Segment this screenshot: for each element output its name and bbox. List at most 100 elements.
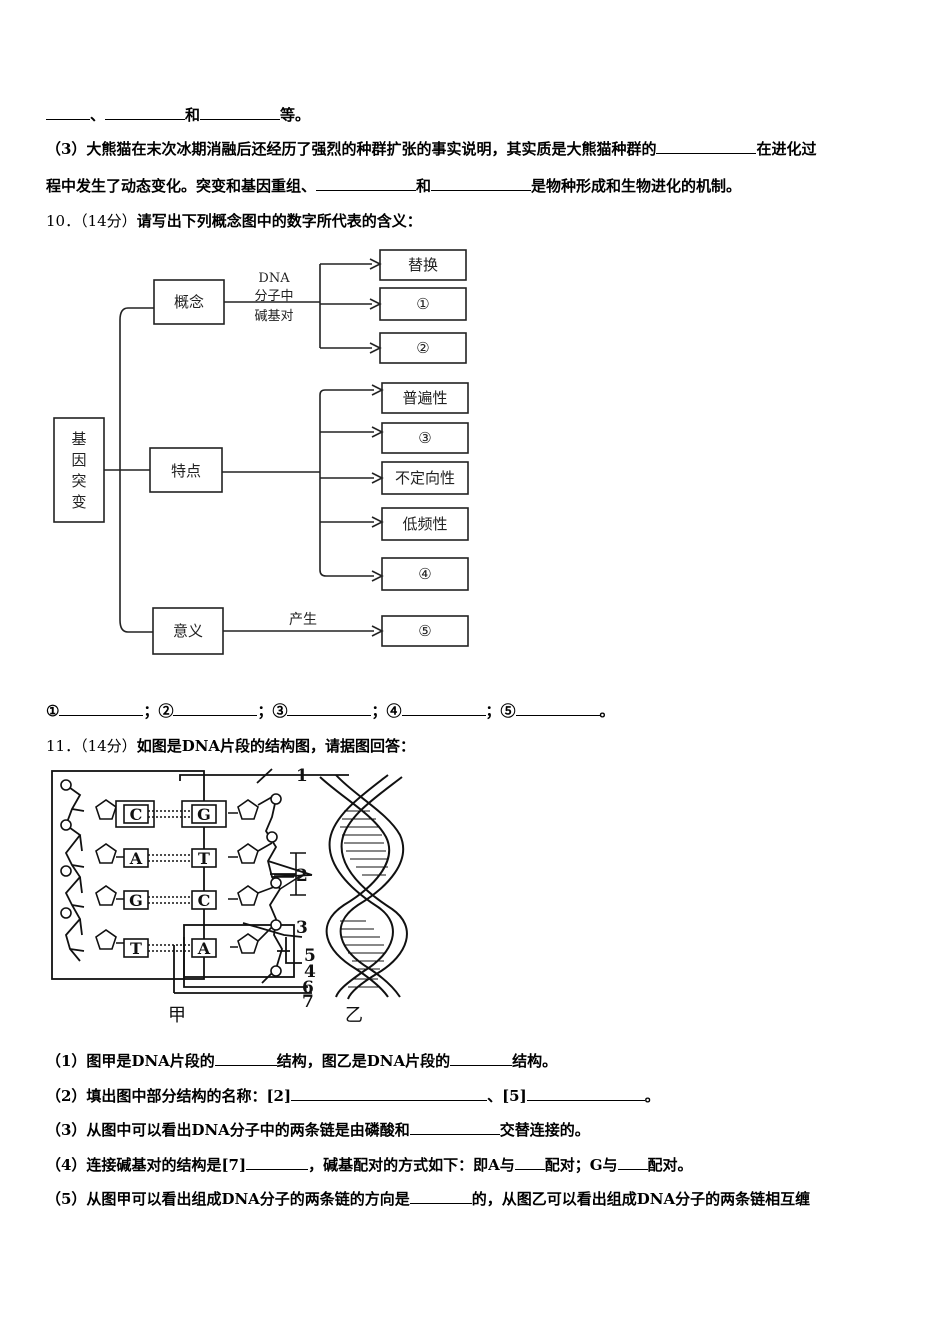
text: （1）图甲是DNA片段的 [46, 1052, 215, 1070]
base-box-left [123, 848, 149, 868]
q10-answer-line: ①；②；③；④；⑤。 [46, 700, 615, 721]
leaf-label: ⑤ [418, 622, 431, 640]
text: 。 [644, 1087, 660, 1105]
answer-blank[interactable] [105, 105, 186, 120]
answer-blank[interactable] [46, 105, 90, 120]
base-box-right [191, 848, 217, 868]
text: 配对；G与 [544, 1156, 618, 1174]
text: 和 [185, 106, 201, 124]
text: 等。 [280, 106, 311, 124]
text: 的，从图乙可以看出组成DNA分子的两条链相互缠 [471, 1190, 811, 1208]
q9-blank-line: 、 和 等。 [46, 104, 310, 125]
label-number: 2 [296, 866, 308, 886]
label-number: 1 [296, 766, 308, 786]
leaf-label: ① [416, 295, 429, 313]
leaf-label: 普遍性 [402, 389, 447, 407]
answer-blank[interactable] [409, 1120, 500, 1135]
answer-blank[interactable] [214, 1051, 277, 1066]
edge-label: 碱基对 [254, 309, 293, 324]
leaf-label: ④ [418, 565, 431, 583]
text: 、[5] [487, 1087, 527, 1105]
text: 结构，图乙是DNA片段的 [276, 1052, 451, 1070]
answer-blank[interactable] [515, 701, 600, 716]
text: ，碱基配对的方式如下：即A与 [308, 1156, 515, 1174]
answer-blank[interactable] [291, 1086, 488, 1101]
answer-blank[interactable] [59, 701, 144, 716]
leaf-label: 低频性 [402, 515, 447, 533]
q11-part3: （3）从图中可以看出DNA分子中的两条链是由磷酸和 交替连接的。 [46, 1119, 590, 1140]
answer-label: ① [46, 702, 60, 720]
answer-blank[interactable] [401, 701, 486, 716]
q11-part5: （5）从图甲可以看出组成DNA分子的两条链的方向是 的，从图乙可以看出组成DNA分… [46, 1188, 810, 1209]
text: （5）从图甲可以看出组成DNA分子的两条链的方向是 [46, 1190, 410, 1208]
text: 在进化过 [756, 140, 817, 158]
answer-blank[interactable] [617, 1155, 648, 1170]
jia-frame [51, 770, 205, 980]
q11-part4: （4）连接碱基对的结构是[7] ，碱基配对的方式如下：即A与 配对；G与 配对。 [46, 1154, 693, 1175]
answer-label: ；⑤ [485, 702, 516, 720]
base-box-left [123, 938, 149, 958]
base-letter: G [197, 805, 211, 824]
q9-part3-line2: 程中发生了动态变化。突变和基因重组、和是物种形成和生物进化的机制。 [46, 175, 741, 196]
answer-blank[interactable] [173, 701, 258, 716]
edge-label: DNA [258, 271, 290, 286]
q11-part2: （2）填出图中部分结构的名称：[2] 、[5] 。 [46, 1085, 660, 1106]
answer-blank[interactable] [450, 1051, 513, 1066]
answer-blank[interactable] [200, 105, 281, 120]
base-letter: C [198, 891, 211, 910]
leaf-box [381, 615, 469, 647]
text: 配对。 [647, 1156, 693, 1174]
leaf-box [381, 507, 469, 541]
meaning-label: 意义 [173, 622, 203, 640]
label-number: 6 [302, 978, 314, 998]
root-char: 变 [71, 493, 86, 511]
answer-label: ；④ [371, 702, 402, 720]
question-number: 10． [46, 212, 81, 230]
edge-label: 分子中 [254, 289, 293, 304]
concept-label: 概念 [174, 293, 204, 311]
text: （2）填出图中部分结构的名称：[2] [46, 1087, 292, 1105]
answer-label: ；② [143, 702, 174, 720]
leaf-box [381, 461, 469, 495]
features-box [149, 447, 223, 493]
answer-blank[interactable] [514, 1155, 545, 1170]
question-score: （14分） [80, 212, 137, 230]
question-stem: 如图是DNA片段的结构图，请据图回答： [136, 737, 416, 755]
text: （3）从图中可以看出DNA分子中的两条链是由磷酸和 [46, 1121, 410, 1139]
base-letter: T [130, 939, 142, 958]
answer-blank[interactable] [246, 1155, 309, 1170]
separator: 、 [90, 106, 106, 124]
answer-blank[interactable] [409, 1189, 472, 1204]
leaf-box [379, 287, 467, 321]
q10-stem: 10．（14分）请写出下列概念图中的数字所代表的含义： [46, 210, 422, 231]
text: 是物种形成和生物进化的机制。 [531, 177, 742, 195]
caption-jia: 甲 [168, 1005, 186, 1026]
root-char: 突 [71, 472, 86, 490]
text: （4）连接碱基对的结构是[7] [46, 1156, 247, 1174]
answer-blank[interactable] [526, 1086, 645, 1101]
answer-label: 。 [599, 702, 615, 720]
base-box-left [123, 890, 149, 910]
base-box-left [123, 804, 149, 824]
leaf-box [381, 422, 469, 454]
leaf-label: 不定向性 [395, 469, 455, 487]
label-number: 3 [296, 918, 308, 938]
double-helix [319, 774, 408, 1000]
text: 交替连接的。 [499, 1121, 590, 1139]
text: 和 [416, 177, 432, 195]
leaf-label: ② [416, 339, 429, 357]
base-box-right [191, 890, 217, 910]
base-letter: A [129, 849, 143, 868]
question-score: （14分） [80, 737, 137, 755]
question-number: 11． [46, 737, 81, 755]
leaf-label: ③ [418, 429, 431, 447]
q11-stem: 11．（14分）如图是DNA片段的结构图，请据图回答： [46, 735, 415, 756]
answer-blank[interactable] [316, 176, 417, 191]
answer-blank[interactable] [656, 139, 757, 154]
answer-blank[interactable] [287, 701, 372, 716]
dna-structure-diagram: C A G T G T C A 1 2 3 4 5 6 7 甲 乙 [51, 766, 408, 1026]
answer-blank[interactable] [431, 176, 532, 191]
edge-label: 产生 [289, 612, 317, 628]
base-box-right [191, 804, 217, 824]
caption-yi: 乙 [345, 1005, 363, 1026]
